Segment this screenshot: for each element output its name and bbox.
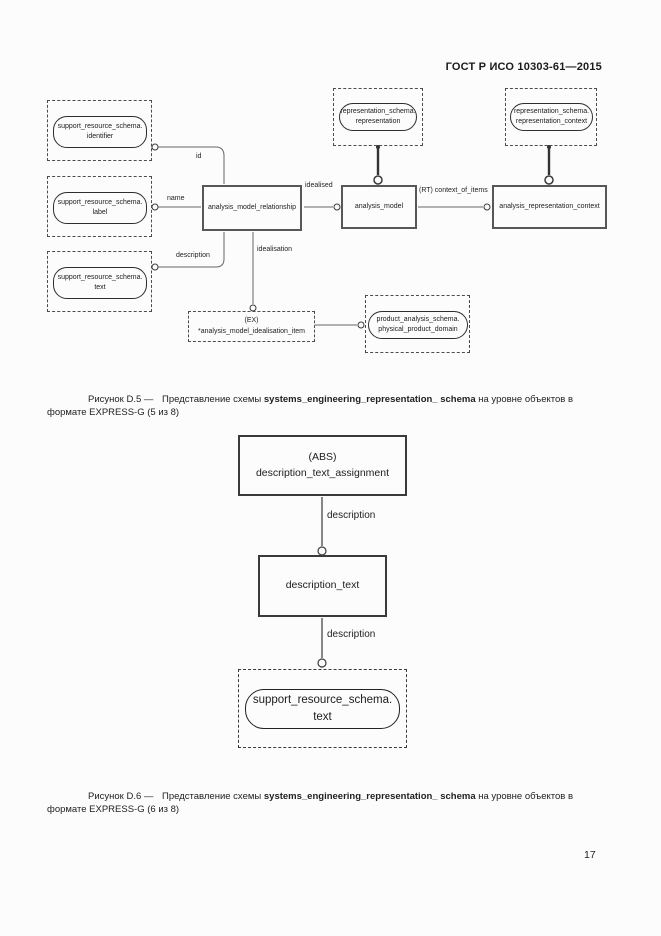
entity-srs-label: support_resource_schema. label — [53, 192, 147, 224]
entity-srs-text: support_resource_schema. text — [53, 267, 147, 299]
entity-srs-label-frame: support_resource_schema. label — [47, 176, 152, 237]
entity-text: *analysis_model_idealisation_item — [197, 327, 305, 335]
edge-description-line — [158, 232, 225, 268]
entity-text: label — [92, 209, 108, 216]
terminal-circle — [483, 203, 491, 211]
caption-label: Рисунок D.6 — — [88, 790, 154, 802]
edge-label-idealisation: idealisation — [257, 246, 293, 253]
edge-id-line — [158, 146, 225, 184]
caption-text: Представление схемы — [162, 790, 262, 802]
entity-text: support_resource_schema. — [57, 122, 143, 130]
entity-srs-text-frame: support_resource_schema. text — [47, 251, 152, 312]
caption-schema-name: systems_engineering_representation_ sche… — [263, 393, 476, 405]
entity-text: product_analysis_schema. — [376, 315, 460, 323]
entity-srs-text-d6: support_resource_schema. text — [245, 689, 400, 729]
figure-d5-terminals — [151, 143, 554, 329]
terminal-circle — [151, 143, 159, 151]
edge-label-idealised: idealised — [305, 182, 333, 189]
edge-label-description-top: description — [327, 510, 376, 521]
terminal-circle — [317, 658, 327, 668]
entity-srs-text-frame-d6: support_resource_schema. text — [238, 669, 407, 748]
entity-text: representation — [355, 118, 401, 125]
page-number: 17 — [584, 849, 596, 861]
terminal-circle — [373, 175, 383, 185]
entity-rs-representation-context-frame: representation_schema. representation_co… — [505, 88, 597, 146]
terminal-circle — [333, 203, 341, 211]
entity-rs-representation: representation_schema. representation — [339, 103, 417, 131]
entity-srs-identifier-frame: support_resource_schema. identifier — [47, 100, 152, 161]
entity-text: physical_product_domain — [378, 326, 458, 333]
terminal-circle — [544, 175, 554, 185]
entity-pas-physical-product-domain: product_analysis_schema. physical_produc… — [368, 311, 468, 339]
caption-text: Представление схемы — [162, 393, 262, 405]
entity-text: text — [94, 284, 106, 291]
entity-pas-physical-product-domain-frame: product_analysis_schema. physical_produc… — [365, 295, 470, 353]
figure-d5-wires — [158, 146, 551, 326]
entity-text: description_text — [285, 579, 360, 592]
entity-analysis-model: analysis_model — [341, 185, 417, 229]
entity-analysis-model-relationship: analysis_model_relationship — [202, 185, 302, 231]
entity-text: (ABS) — [308, 450, 337, 463]
entity-text: analysis_model_relationship — [208, 203, 296, 211]
edge-label-id: id — [196, 153, 202, 160]
page-header: ГОСТ Р ИСО 10303-61—2015 — [445, 61, 602, 73]
edge-label-description-bottom: description — [327, 629, 376, 640]
entity-text: analysis_representation_context — [499, 202, 600, 210]
entity-text: text — [313, 711, 332, 723]
entity-rs-representation-context: representation_schema. representation_co… — [510, 103, 593, 131]
caption-label: Рисунок D.5 — — [88, 393, 154, 405]
edge-label-context-of-items: (RT) context_of_items — [419, 187, 488, 194]
entity-text: identifier — [86, 133, 114, 140]
terminal-circle — [151, 263, 159, 271]
entity-idealisation-item: (EX) *analysis_model_idealisation_item — [188, 311, 315, 342]
entity-text: support_resource_schema. — [252, 694, 393, 707]
entity-text: support_resource_schema. — [57, 198, 143, 206]
entity-text: (EX) — [244, 317, 259, 325]
entity-description-text-assignment: (ABS) description_text_assignment — [238, 435, 407, 496]
figure-d5-caption: Рисунок D.5 — Представление схемы system… — [47, 393, 607, 420]
terminal-circle — [357, 321, 365, 329]
entity-rs-representation-frame: representation_schema. representation — [333, 88, 423, 146]
caption-schema-name: systems_engineering_representation_ sche… — [263, 790, 476, 802]
caption-text: на уровне объектов в — [478, 393, 573, 405]
entity-text: description_text_assignment — [255, 466, 390, 479]
entity-text: representation_schema. — [513, 107, 590, 115]
terminal-circle — [317, 546, 327, 556]
figure-d6-caption: Рисунок D.6 — Представление схемы system… — [47, 790, 607, 817]
caption-text: формате EXPRESS-G (5 из 8) — [47, 407, 180, 418]
entity-text: support_resource_schema. — [57, 273, 143, 281]
entity-description-text: description_text — [258, 555, 387, 617]
entity-text: representation_schema. — [340, 107, 416, 115]
entity-text: analysis_model — [354, 202, 404, 210]
edge-label-description: description — [176, 252, 210, 259]
entity-text: representation_context — [515, 118, 588, 125]
terminal-circle — [151, 203, 159, 211]
entity-analysis-representation-context: analysis_representation_context — [492, 185, 607, 229]
edge-label-name: name — [167, 195, 185, 202]
entity-srs-identifier: support_resource_schema. identifier — [53, 116, 147, 148]
caption-text: на уровне объектов в — [478, 790, 573, 802]
caption-text: формате EXPRESS-G (6 из 8) — [47, 804, 180, 815]
